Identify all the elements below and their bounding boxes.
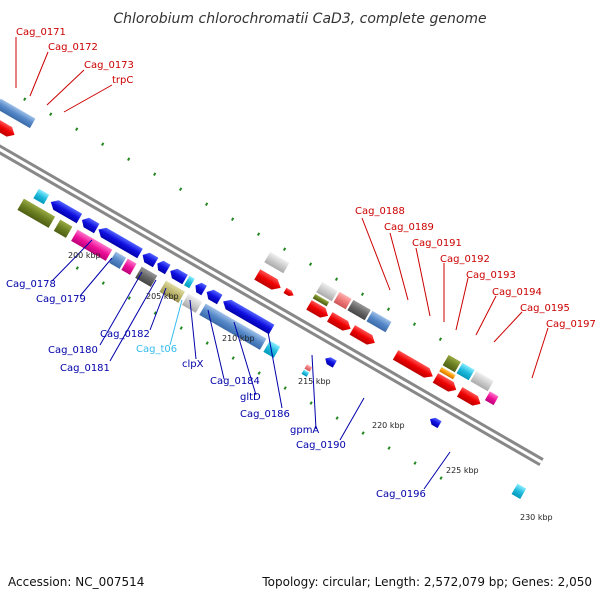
genome-summary-text: Topology: circular; Length: 2,572,079 bp… — [261, 575, 592, 589]
gene-feature — [263, 340, 281, 358]
forward-features — [0, 98, 499, 406]
gene-feature — [484, 391, 499, 406]
gene-feature — [347, 299, 371, 321]
gene-label: Cag_0192 — [440, 254, 490, 265]
gene-feature — [159, 280, 186, 303]
tick-marks-outer — [23, 97, 443, 341]
gene-label: trpC — [112, 75, 133, 86]
gene-label: Cag_0189 — [384, 222, 434, 233]
gene-arrow — [82, 217, 100, 234]
gene-label: gltD — [240, 392, 261, 403]
tick-labels: 200 kbp 205 kbp 210 kbp 215 kbp 220 kbp … — [68, 251, 553, 522]
gene-label: Cag_0172 — [48, 42, 98, 53]
gene-label: Cag_0182 — [100, 329, 150, 340]
gene-label: Cag_0196 — [376, 489, 426, 500]
gene-arrow — [325, 357, 337, 368]
forward-gene-labels: Cag_0171 Cag_0172 Cag_0173 trpC Cag_0188… — [16, 27, 596, 330]
gene-feature — [470, 370, 494, 392]
gene-arrow — [306, 300, 329, 318]
gene-feature — [301, 369, 310, 377]
gene-label: gpmA — [290, 425, 319, 436]
gene-arrow — [50, 200, 83, 224]
gene-feature — [181, 293, 203, 313]
gene-arrow — [206, 289, 223, 305]
gene-feature — [312, 294, 330, 307]
reverse-gene-labels: Cag_0178 Cag_0179 Cag_0182 Cag_0180 Cag_… — [6, 279, 426, 500]
tick-label: 225 kbp — [446, 466, 479, 475]
tick-label: 210 kbp — [222, 334, 255, 343]
backbone-outer — [0, 108, 544, 461]
gene-label: Cag_0178 — [6, 279, 56, 290]
gene-label: Cag_0193 — [466, 270, 516, 281]
gene-feature — [366, 310, 392, 333]
tick-label: 220 kbp — [372, 421, 405, 430]
gene-label: Cag_0180 — [48, 345, 98, 356]
gene-arrow — [283, 287, 294, 296]
gene-label: Cag_0184 — [210, 376, 260, 387]
gene-arrow — [223, 299, 275, 335]
gene-feature — [456, 362, 475, 381]
gene-label: Cag_0181 — [60, 363, 110, 374]
gene-arrow — [456, 387, 481, 406]
gene-feature — [121, 258, 137, 275]
gene-arrow — [0, 119, 15, 137]
gene-feature — [184, 275, 195, 289]
map-title: Chlorobium chlorochromatii CaD3, complet… — [113, 11, 486, 27]
gene-feature — [442, 354, 461, 373]
gene-arrow — [157, 260, 171, 275]
gene-label: Cag_0186 — [240, 409, 290, 420]
gene-arrow — [392, 350, 433, 378]
tick-label: 205 kbp — [146, 292, 179, 301]
genome-track — [0, 97, 544, 499]
gene-label: Cag_0179 — [36, 294, 86, 305]
gene-label: Cag_0188 — [355, 206, 405, 217]
gene-arrow — [98, 227, 143, 259]
tick-label: 200 kbp — [68, 251, 101, 260]
gene-feature — [109, 251, 127, 269]
gene-label: Cag_0194 — [492, 287, 542, 298]
gene-arrow — [170, 268, 188, 285]
gene-feature — [333, 291, 352, 310]
gene-label: Cag_t06 — [136, 344, 177, 355]
gene-arrow — [432, 373, 457, 392]
gene-feature — [53, 219, 73, 238]
gene-label: clpX — [182, 359, 204, 370]
reverse-features — [17, 188, 527, 499]
gene-arrow — [195, 282, 207, 296]
gene-arrow — [254, 269, 281, 290]
gene-label: Cag_0171 — [16, 27, 66, 38]
tick-marks-inner — [75, 266, 443, 480]
label-leaders — [15, 37, 549, 490]
gene-feature — [17, 198, 56, 228]
gene-feature — [71, 229, 113, 261]
accession-text: Accession: NC_007514 — [8, 575, 144, 589]
backbone-inner — [0, 113, 541, 467]
gene-arrow — [327, 312, 351, 331]
gene-feature — [511, 483, 527, 499]
gene-feature — [304, 364, 313, 372]
gene-label: Cag_0190 — [296, 440, 346, 451]
gene-label: Cag_0195 — [520, 303, 570, 314]
tick-label: 215 kbp — [298, 377, 331, 386]
gene-feature — [135, 266, 158, 287]
gene-feature — [33, 188, 50, 205]
gene-feature — [0, 98, 36, 129]
gene-feature — [264, 251, 290, 274]
gene-arrow — [349, 325, 375, 345]
gene-feature — [199, 303, 267, 350]
gene-label: Cag_0173 — [84, 60, 134, 71]
gene-label: Cag_0197 — [546, 319, 596, 330]
gene-arrow — [142, 252, 159, 268]
gene-feature — [316, 281, 338, 302]
gene-label: Cag_0191 — [412, 238, 462, 249]
gene-feature — [439, 367, 456, 380]
gene-arrow — [430, 417, 442, 429]
tick-label: 230 kbp — [520, 513, 553, 522]
